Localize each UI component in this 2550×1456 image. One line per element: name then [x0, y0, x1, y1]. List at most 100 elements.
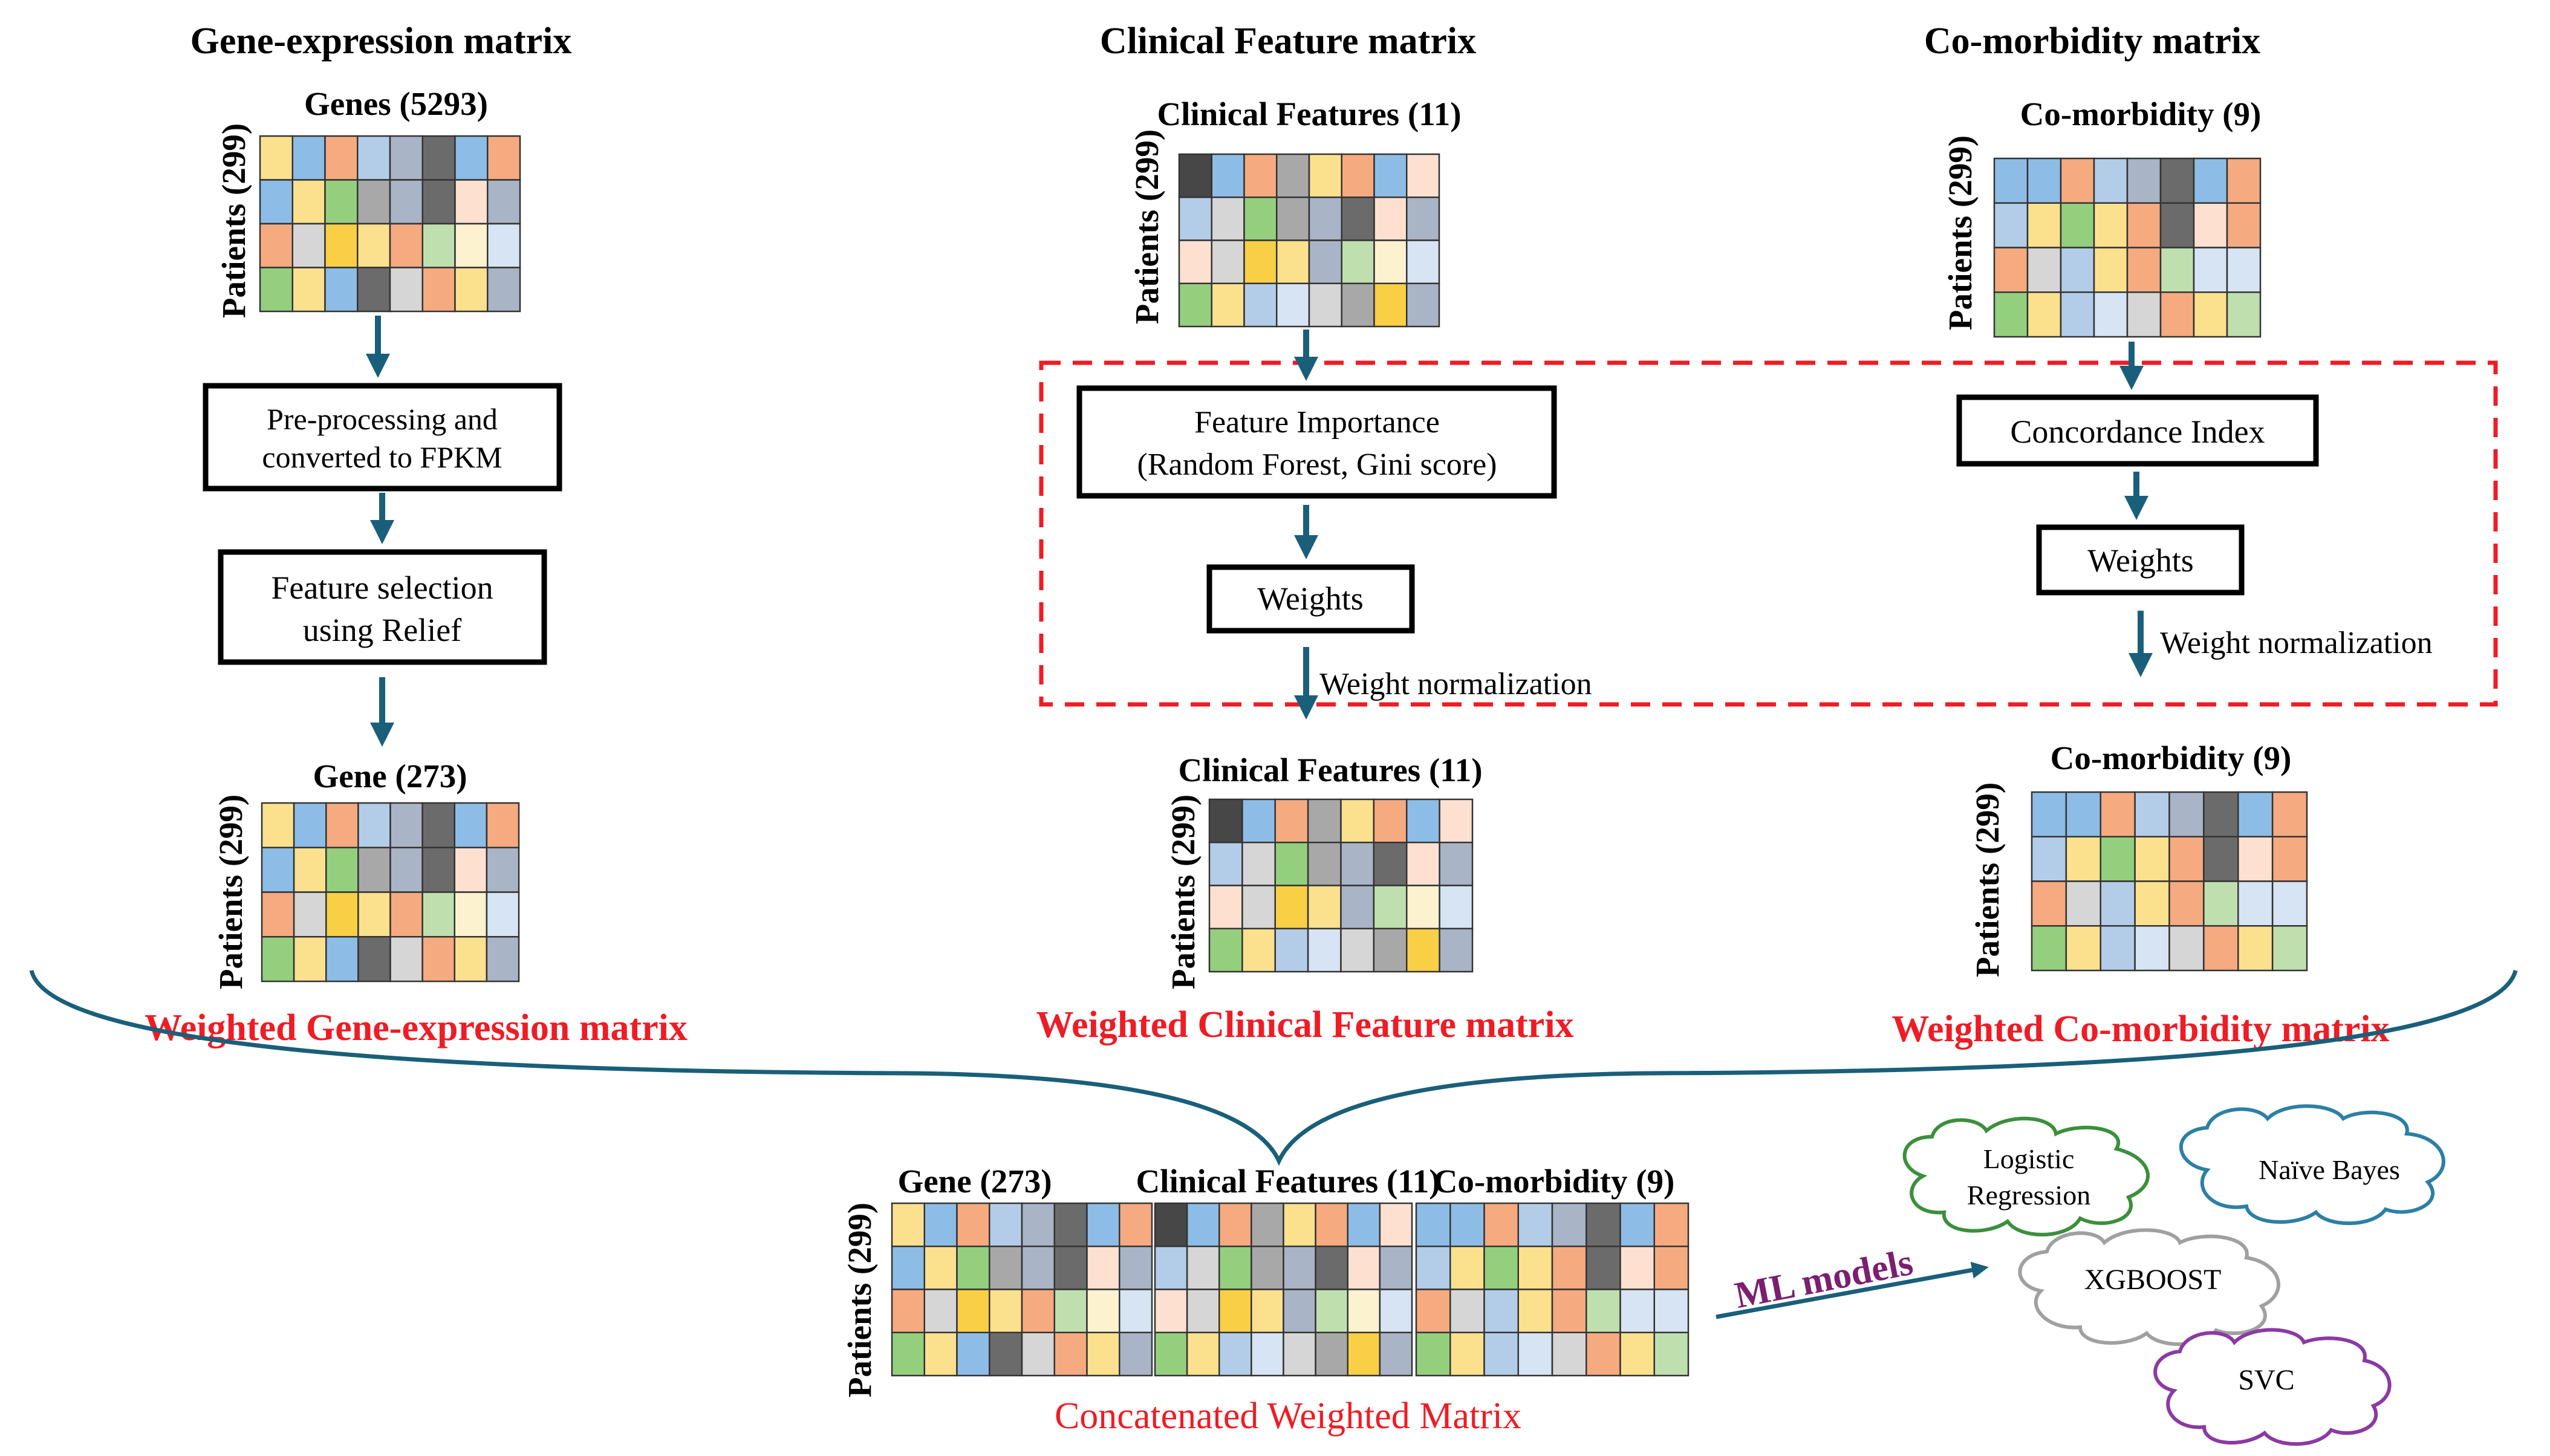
- matrix-cell: [357, 223, 391, 268]
- matrix-cell: [291, 223, 326, 268]
- matrix-cell: [1551, 1331, 1587, 1377]
- matrix-cell: [1218, 1331, 1252, 1377]
- comorb-top-label: Co-morbidity (9): [2020, 96, 2262, 132]
- matrix-cell: [1307, 928, 1342, 973]
- matrix-cell: [1283, 1331, 1316, 1377]
- matrix-cell: [1274, 885, 1309, 929]
- matrix-cell: [259, 223, 293, 268]
- logistic-line-2: Regression: [1967, 1180, 2090, 1211]
- matrix-cell: [1307, 798, 1342, 843]
- matrix-cell: [1406, 885, 1440, 929]
- weights-comorb-box: [2036, 524, 2245, 596]
- matrix-cell: [357, 267, 391, 313]
- matrix-cell: [1211, 197, 1245, 241]
- matrix-cell: [1186, 1246, 1220, 1290]
- clinical-top-label: Clinical Features (11): [1157, 96, 1461, 132]
- matrix-cell: [389, 891, 423, 938]
- matrix-cell: [1178, 239, 1212, 284]
- matrix-cell: [1341, 239, 1375, 284]
- matrix-cell: [454, 936, 488, 983]
- matrix-cell: [357, 936, 391, 983]
- cloud-xgboost: [2018, 1228, 2280, 1347]
- matrix-cell: [2126, 202, 2162, 249]
- matrix-cell: [2100, 925, 2136, 972]
- matrix-cell: [2237, 925, 2274, 972]
- matrix-cell: [1178, 282, 1212, 328]
- matrix-cell: [923, 1289, 958, 1333]
- matrix-cell: [389, 936, 423, 983]
- matrix-cell: [2126, 157, 2162, 204]
- matrix-cell: [1551, 1246, 1587, 1290]
- matrix-cell: [1551, 1202, 1587, 1247]
- matrix-cell: [325, 891, 359, 938]
- cloud-svc: [2153, 1328, 2392, 1446]
- matrix-cell: [1406, 842, 1440, 886]
- comorb-bottom-side-label: Patients (299): [1969, 782, 2006, 977]
- matrix-cell: [324, 223, 359, 268]
- matrix-cell: [389, 802, 423, 848]
- concat-comorb-label: Co-morbidity (9): [1434, 1163, 1675, 1200]
- matrix-cell: [1021, 1331, 1055, 1377]
- matrix-cell: [1315, 1246, 1348, 1290]
- matrix-cell: [1315, 1289, 1348, 1333]
- matrix-cell: [1379, 1289, 1413, 1333]
- matrix-cell: [1373, 842, 1408, 886]
- matrix-cell: [1341, 197, 1375, 241]
- matrix-cell: [1218, 1202, 1252, 1247]
- arrow-to-ml-models: [1716, 1261, 1989, 1319]
- matrix-cell: [2134, 925, 2170, 972]
- weight-norm-clinical-label: Weight normalization: [1319, 667, 1592, 701]
- matrix-cell: [291, 267, 326, 313]
- matrix-cell: [2226, 291, 2262, 338]
- matrix-cell: [2237, 791, 2274, 837]
- weighting-region: [1039, 360, 2498, 707]
- weights-clinical-label: Weights: [1257, 580, 1364, 617]
- matrix-cell: [1021, 1289, 1055, 1333]
- matrix-cell: [956, 1289, 990, 1333]
- matrix-cell: [2026, 157, 2062, 204]
- matrix-cell: [1308, 197, 1342, 241]
- matrix-cell: [2203, 925, 2239, 972]
- gene-top-matrix: [259, 135, 521, 313]
- matrix-cell: [2271, 925, 2308, 972]
- matrix-cell: [1449, 1289, 1485, 1333]
- matrix-cell: [1119, 1331, 1153, 1377]
- matrix-cell: [1283, 1202, 1316, 1247]
- matrix-cell: [389, 847, 423, 893]
- matrix-cell: [1154, 1246, 1188, 1290]
- matrix-cell: [1373, 153, 1408, 198]
- gene-bottom-side-label: Patients (299): [212, 795, 249, 989]
- matrix-cell: [389, 135, 423, 181]
- concat-side-label: Patients (299): [841, 1203, 878, 1397]
- matrix-cell: [1439, 798, 1474, 843]
- matrix-cell: [1993, 291, 2029, 338]
- matrix-cell: [293, 891, 327, 938]
- relief-line-1: Feature selection: [271, 570, 493, 606]
- matrix-cell: [1251, 1289, 1284, 1333]
- matrix-cell: [1276, 197, 1310, 241]
- matrix-cell: [1307, 885, 1342, 929]
- gene-top-label: Genes (5293): [304, 85, 488, 122]
- matrix-cell: [989, 1202, 1023, 1247]
- weights-clinical-box: [1206, 564, 1415, 634]
- matrix-cell: [2226, 157, 2262, 204]
- title-comorbidity: Co-morbidity matrix: [1924, 21, 2260, 62]
- matrix-cell: [2126, 247, 2162, 293]
- matrix-cell: [1653, 1289, 1690, 1333]
- matrix-cell: [261, 936, 295, 983]
- matrix-cell: [421, 179, 456, 225]
- logistic-line-1: Logistic: [1983, 1143, 2075, 1174]
- matrix-cell: [2168, 925, 2205, 972]
- matrix-cell: [261, 802, 295, 848]
- matrix-cell: [1053, 1202, 1088, 1247]
- matrix-cell: [454, 179, 489, 225]
- matrix-cell: [487, 223, 521, 268]
- matrix-cell: [1283, 1289, 1316, 1333]
- matrix-cell: [1241, 885, 1276, 929]
- matrix-cell: [2203, 791, 2239, 837]
- matrix-cell: [2093, 247, 2129, 293]
- matrix-cell: [1211, 239, 1245, 284]
- matrix-cell: [2203, 880, 2239, 927]
- matrix-cell: [389, 267, 423, 313]
- matrix-cell: [2031, 880, 2067, 927]
